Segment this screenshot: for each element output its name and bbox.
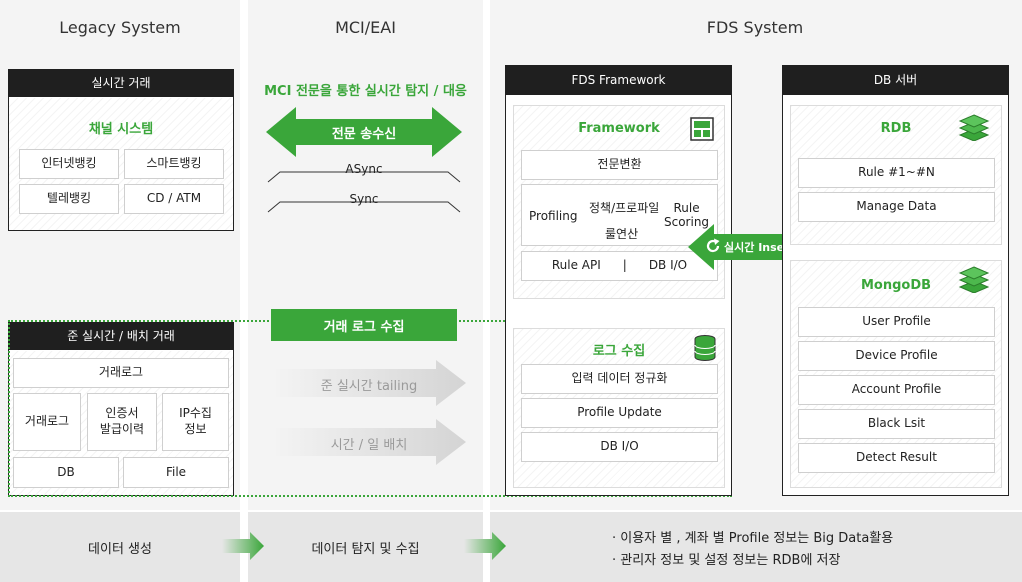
db-server-box: DB 서버 RDB Rule #1~#N Manage Data MongoDB…: [782, 65, 1009, 496]
black-list-cell: Black Lsit: [798, 409, 995, 439]
mongodb-layers-icon: [958, 266, 990, 293]
device-profile-cell: Device Profile: [798, 341, 995, 371]
batch-arrow: [272, 419, 466, 465]
layers-icon: [958, 114, 990, 141]
send-receive-arrow: [266, 107, 462, 157]
channel-smart-banking: 스마트뱅킹: [124, 149, 224, 179]
detect-result-cell: Detect Result: [798, 443, 995, 473]
framework-title: Framework: [578, 121, 660, 136]
file-cell: File: [123, 457, 229, 488]
batch-label: 시간 / 일 배치: [330, 438, 408, 453]
batch-trade-box: 준 실시간 / 배치 거래 거래로그 거래로그 인증서 발급이력 IP수집 정보…: [8, 322, 234, 496]
channel-internet-banking: 인터넷뱅킹: [19, 149, 119, 179]
channel-title: 채널 시스템: [88, 122, 154, 137]
db-cell: DB: [13, 457, 119, 488]
rule-cell: Rule #1~#N: [798, 158, 995, 188]
footer-note-1: · 이용자 별 , 계좌 별 Profile 정보는 Big Data활용: [612, 531, 894, 546]
footer-arrow-2: [464, 532, 506, 560]
manage-data-cell: Manage Data: [798, 192, 995, 222]
rule-calc-label: 룰연산: [605, 227, 639, 241]
user-profile-cell: User Profile: [798, 307, 995, 337]
log-collect-badge: 거래 로그 수집: [271, 309, 457, 341]
ip-info-cell: IP수집 정보: [162, 393, 229, 451]
rdb-panel: RDB Rule #1~#N Manage Data: [790, 105, 1002, 245]
footer-note-2: · 관리자 정보 및 설정 정보는 RDB에 저장: [612, 553, 841, 568]
fds-column-title: FDS System: [706, 18, 804, 37]
mci-column-title: MCI/EAI: [335, 18, 396, 37]
fds-framework-header: FDS Framework: [505, 65, 732, 95]
async-label: ASync: [345, 162, 383, 176]
framework-db-io-label: DB I/O: [648, 258, 688, 273]
realtime-trade-header: 실시간 거래: [8, 69, 234, 97]
channel-tele-banking: 텔레뱅킹: [19, 184, 119, 214]
separator: |: [622, 258, 627, 273]
grid-icon: [690, 117, 714, 141]
batch-trade-header: 준 실시간 / 배치 거래: [8, 322, 234, 350]
batch-panel: 거래로그 거래로그 인증서 발급이력 IP수집 정보 DB File: [9, 351, 233, 495]
tailing-arrow: [272, 360, 466, 406]
log-collect-title: 로그 수집: [592, 344, 646, 359]
rule-scoring-label: Rule Scoring: [664, 201, 710, 229]
channel-cd-atm: CD / ATM: [124, 184, 224, 214]
database-icon: [694, 335, 716, 361]
account-profile-cell: Account Profile: [798, 375, 995, 405]
mongodb-panel: MongoDB User Profile Device Profile Acco…: [790, 260, 1002, 488]
mongodb-title: MongoDB: [860, 278, 932, 293]
fds-framework-box: FDS Framework Framework 전문변환 Profiling 정…: [505, 65, 732, 496]
footer-detect: [248, 512, 483, 582]
footer-notes: [490, 512, 1022, 582]
normalize-cell: 입력 데이터 정규화: [521, 364, 718, 394]
realtime-trade-box: 실시간 거래 채널 시스템 인터넷뱅킹 스마트뱅킹 텔레뱅킹 CD / ATM: [8, 69, 234, 231]
tailing-label: 준 실시간 tailing: [320, 379, 418, 394]
refresh-icon: [706, 238, 720, 253]
conversion-cell: 전문변환: [521, 150, 718, 180]
state-profile-label: 정책/프로파일: [589, 201, 660, 215]
api-io-cell: Rule API | DB I/O: [521, 251, 718, 281]
log-collect-panel: 로그 수집 입력 데이터 정규화 Profile Update DB I/O: [513, 328, 725, 488]
mci-headline: MCI 전문을 통한 실시간 탐지 / 대응: [264, 84, 467, 99]
channel-panel: 채널 시스템 인터넷뱅킹 스마트뱅킹 텔레뱅킹 CD / ATM: [9, 98, 233, 230]
sync-label: Sync: [349, 192, 379, 206]
footer-arrow-1: [222, 532, 264, 560]
legacy-column-title: Legacy System: [59, 18, 181, 37]
log-db-io-cell: DB I/O: [521, 432, 718, 462]
trade-log-cell: 거래로그: [13, 393, 81, 451]
footer-generate: [0, 512, 240, 582]
rule-api-label: Rule API: [551, 258, 601, 273]
profiling-panel: [521, 184, 718, 246]
cert-history-cell: 인증서 발급이력: [87, 393, 157, 451]
mci-column: [248, 0, 483, 510]
async-sync-lines: [267, 171, 461, 213]
rdb-title: RDB: [880, 121, 912, 136]
profiling-label: Profiling: [529, 209, 578, 223]
profile-update-cell: Profile Update: [521, 398, 718, 428]
trade-log-bar: 거래로그: [13, 358, 229, 388]
send-receive-label: 전문 송수신: [331, 127, 397, 142]
framework-panel: Framework 전문변환 Profiling 정책/프로파일 룰연산 Rul…: [513, 105, 725, 299]
footer-detect-label: 데이터 탐지 및 수집: [311, 542, 420, 557]
footer-generate-label: 데이터 생성: [88, 542, 152, 557]
db-server-header: DB 서버: [782, 65, 1009, 95]
